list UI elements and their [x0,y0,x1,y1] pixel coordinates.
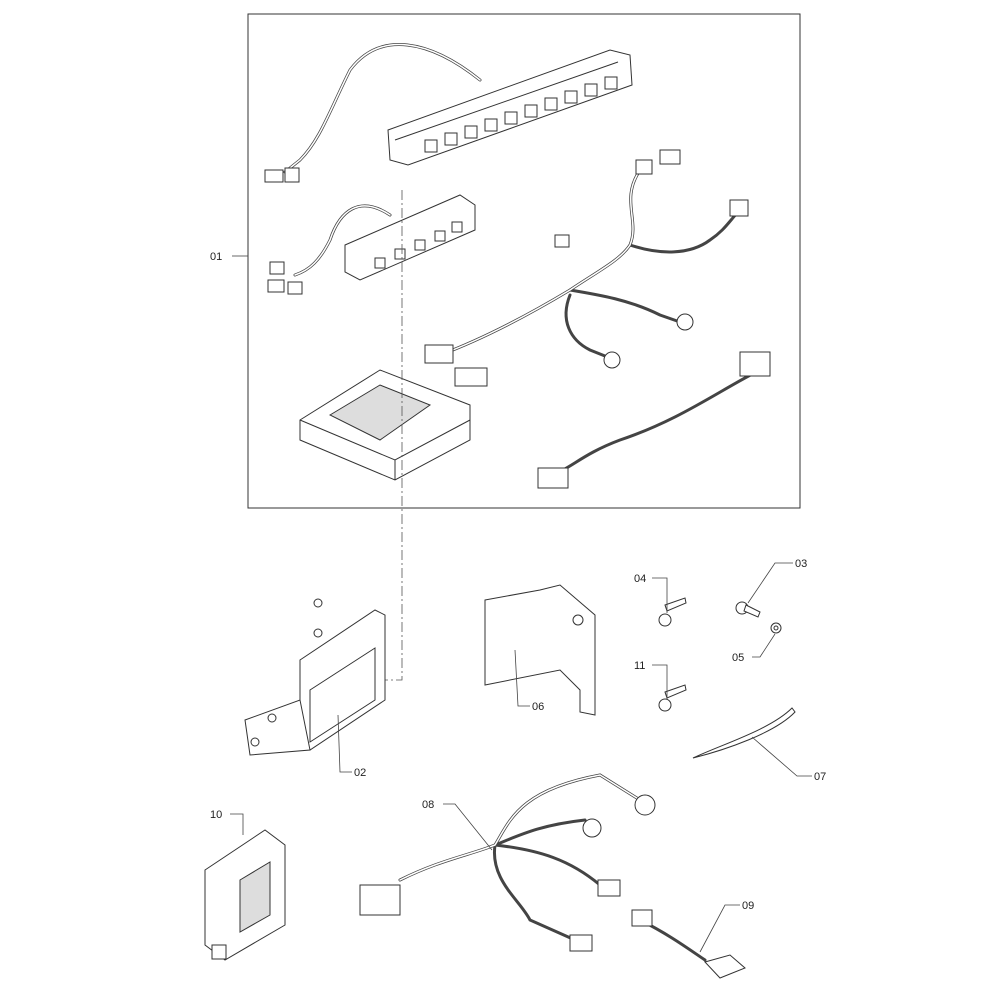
callout-06: 06 [532,701,544,713]
leader-05 [752,633,776,658]
leader-03 [747,562,793,604]
bracket-02 [244,598,386,756]
leader-08 [443,803,493,851]
lightbar-large [264,43,633,183]
leader-10 [230,813,244,835]
lightbar-small [267,194,476,295]
callout-05: 05 [732,652,744,664]
callout-01: 01 [210,251,222,263]
callout-08: 08 [422,799,434,811]
kit-01-frame [247,13,801,509]
bolt-11 [658,684,687,712]
harness-kit [424,149,771,489]
callout-04: 04 [634,573,646,585]
leader-07 [751,736,812,777]
callout-03: 03 [795,558,807,570]
callout-09: 09 [742,900,754,912]
harness-08 [359,773,656,952]
cable-tie-07 [692,707,796,759]
callout-10: 10 [210,809,222,821]
callout-07: 07 [814,771,826,783]
module-10 [204,829,286,961]
leader-06 [514,649,530,707]
leader-04 [652,577,668,613]
control-module [299,369,471,481]
bolt-03 [735,601,761,618]
leader-02 [337,714,352,773]
bolt-04 [658,597,687,627]
bracket-06 [484,584,596,716]
callout-11: 11 [634,660,645,672]
harness-09 [631,909,746,979]
leader-09 [699,904,740,953]
nut-05 [770,622,782,634]
leader-11 [652,664,668,699]
callout-02: 02 [354,767,366,779]
